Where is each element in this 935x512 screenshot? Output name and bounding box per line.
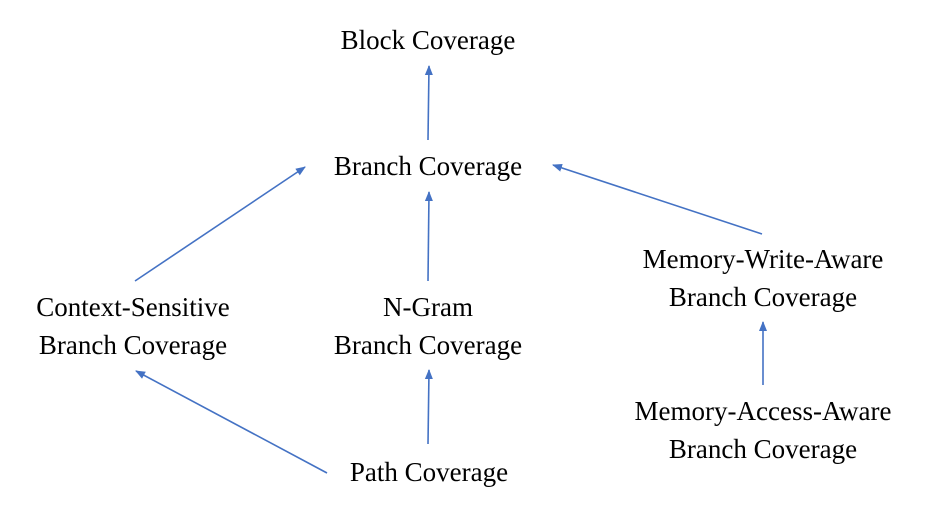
edge-path-to-ngram bbox=[424, 369, 433, 445]
node-label-line-2: Branch Coverage bbox=[38, 330, 228, 360]
node-label-line-1: Memory-Write-Aware bbox=[642, 244, 884, 274]
edge-memory-write-to-branch bbox=[552, 164, 763, 235]
node-block-coverage: Block Coverage bbox=[341, 21, 516, 59]
node-context-sensitive-branch-coverage: Context-Sensitive Branch Coverage bbox=[36, 288, 229, 364]
node-label-line-2: Branch Coverage bbox=[668, 434, 858, 464]
node-label-line-1: N-Gram bbox=[383, 292, 473, 322]
node-label-line-1: Context-Sensitive bbox=[36, 292, 230, 322]
node-label: Branch Coverage bbox=[333, 151, 523, 181]
node-memory-write-aware-branch-coverage: Memory-Write-Aware Branch Coverage bbox=[643, 240, 884, 316]
node-ngram-branch-coverage: N-Gram Branch Coverage bbox=[334, 288, 522, 364]
node-label-line-1: Memory-Access-Aware bbox=[634, 396, 892, 426]
node-memory-access-aware-branch-coverage: Memory-Access-Aware Branch Coverage bbox=[635, 392, 892, 468]
node-path-coverage: Path Coverage bbox=[350, 453, 508, 491]
edge-context-sensitive-to-branch bbox=[134, 166, 306, 282]
node-label-line-2: Branch Coverage bbox=[333, 330, 523, 360]
edge-branch-to-block bbox=[424, 65, 433, 141]
node-label: Block Coverage bbox=[340, 25, 516, 55]
node-label-line-2: Branch Coverage bbox=[668, 282, 858, 312]
edge-path-to-context-sensitive bbox=[135, 370, 328, 474]
edge-ngram-to-branch bbox=[424, 191, 433, 282]
node-label: Path Coverage bbox=[349, 457, 509, 487]
node-branch-coverage: Branch Coverage bbox=[334, 147, 522, 185]
